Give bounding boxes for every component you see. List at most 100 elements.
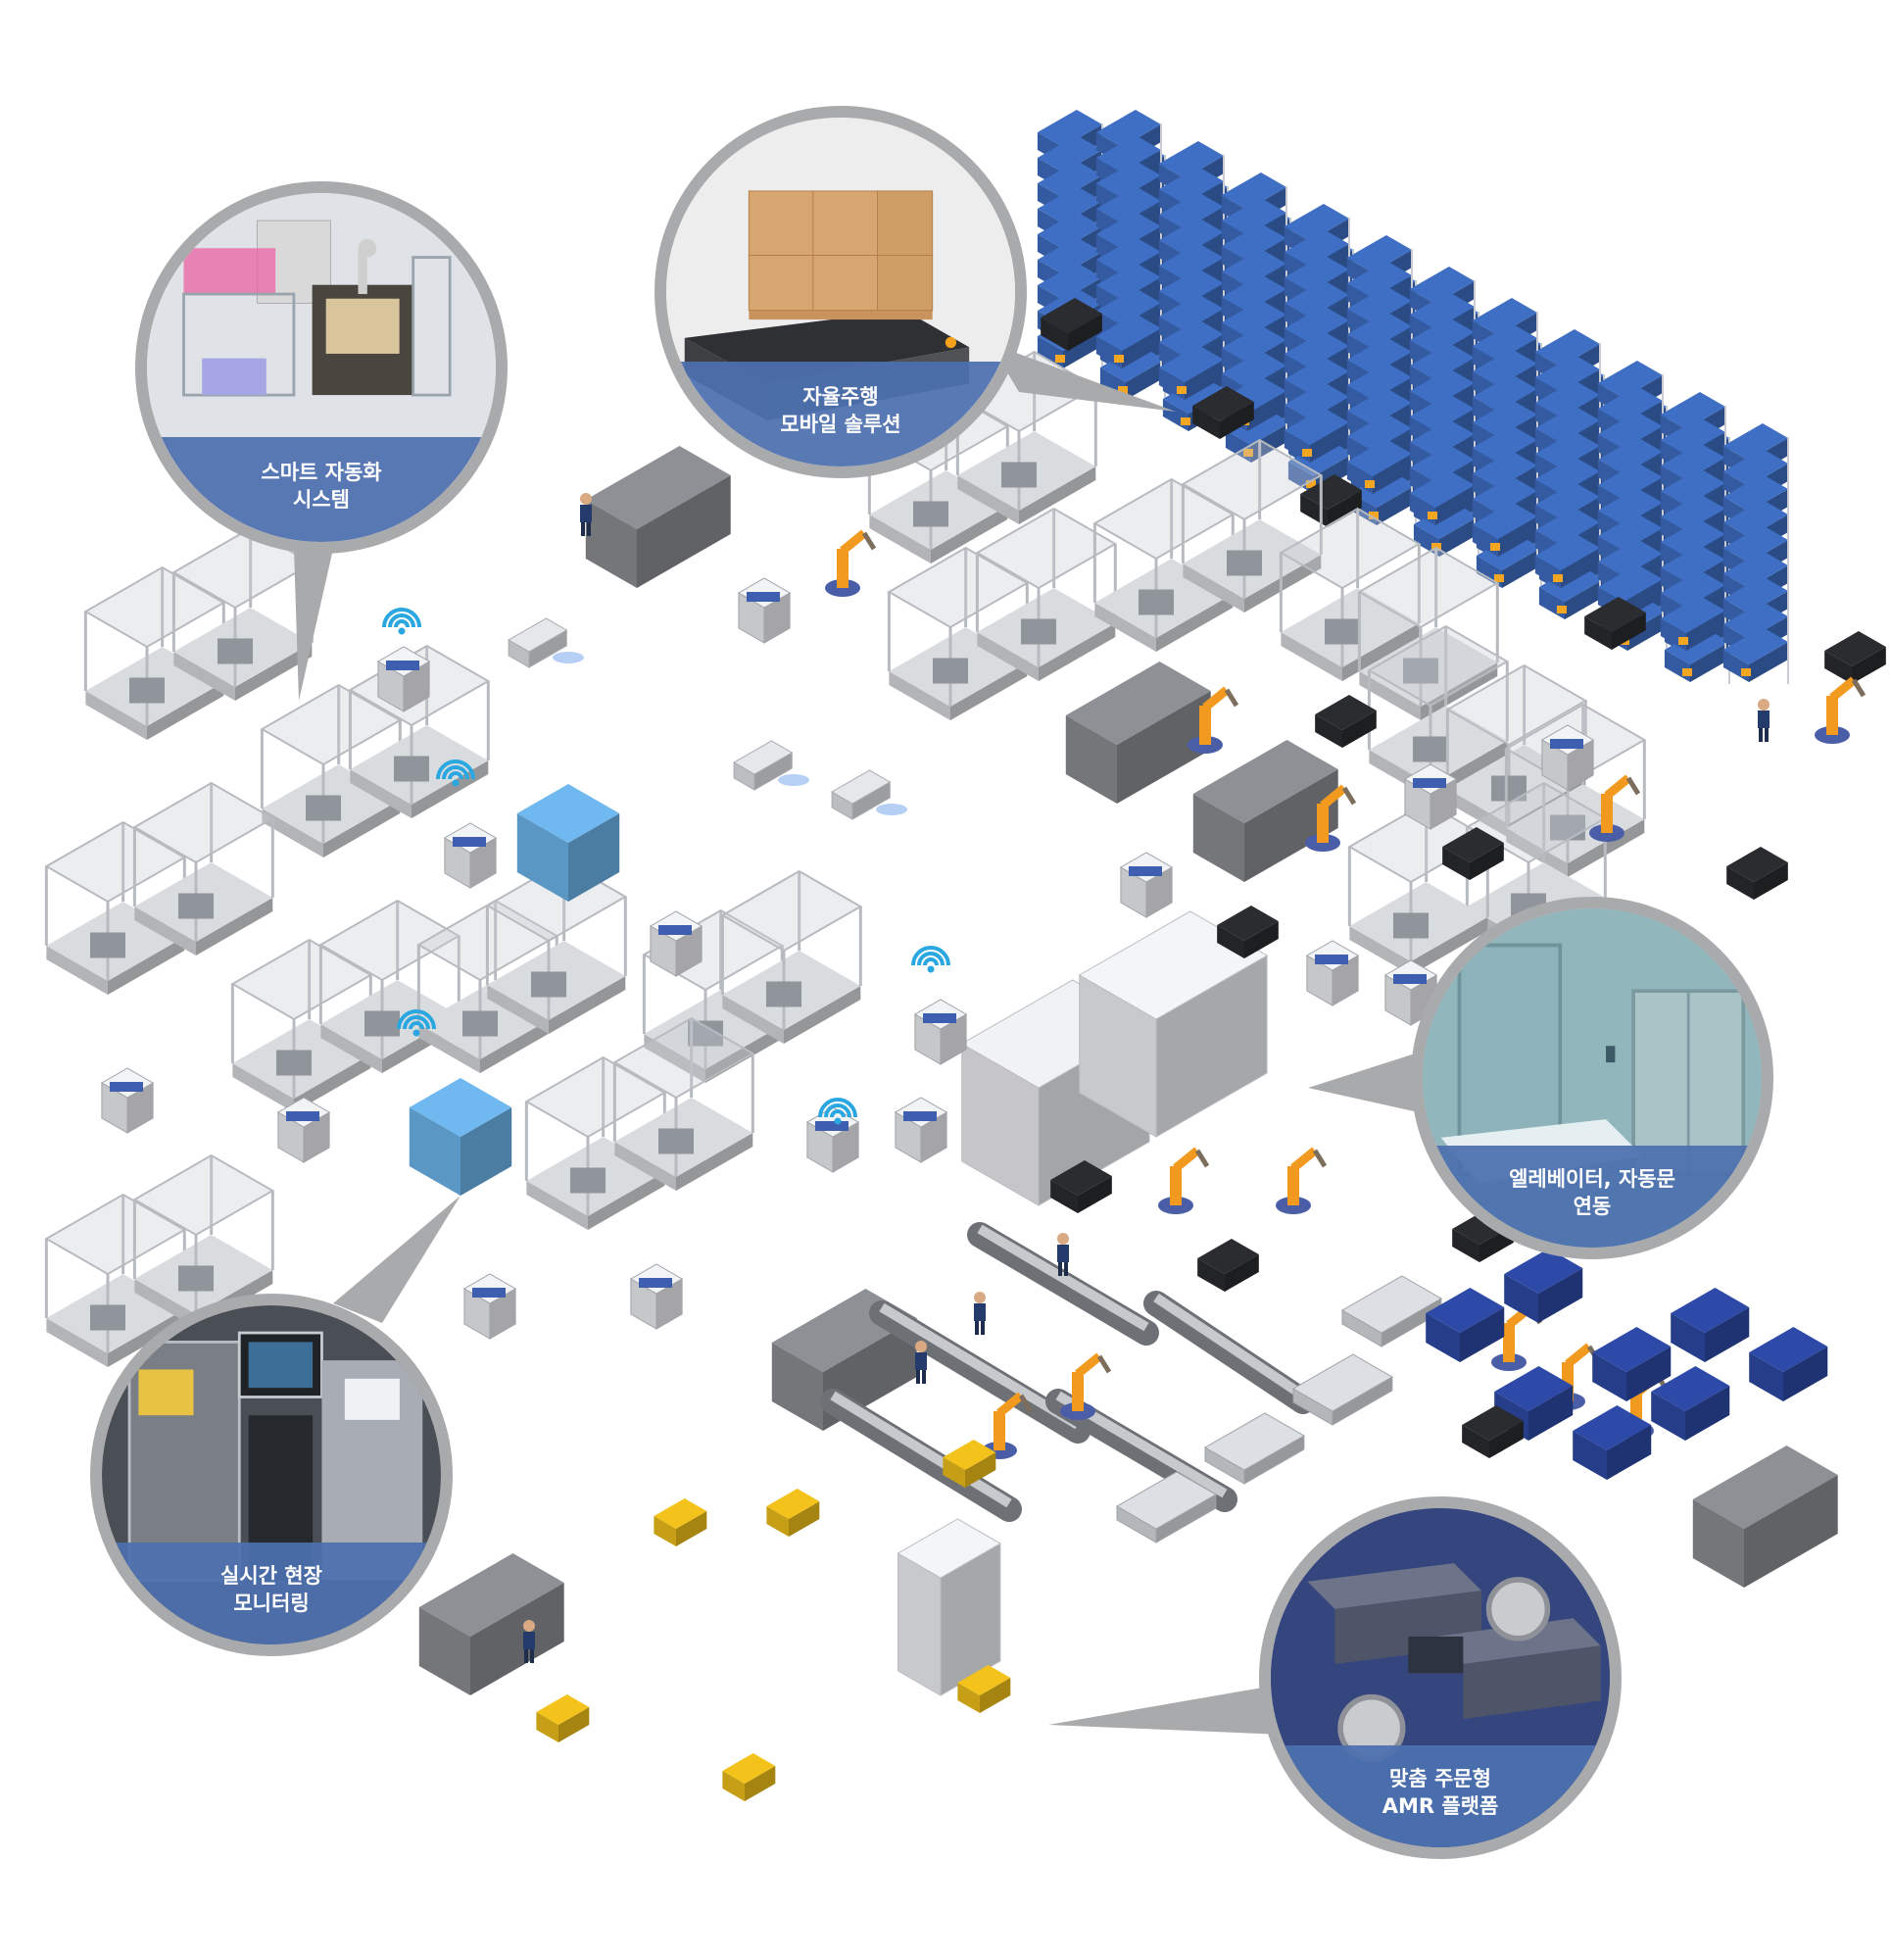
machine-cell-unit — [1227, 550, 1262, 576]
yellow-agv-left — [722, 1771, 745, 1801]
battery-unit-top — [1592, 1327, 1672, 1372]
black-amr-right — [1078, 1176, 1112, 1213]
callout-autonomous-mobile-label: 자율주행 모바일 솔루션 — [666, 362, 1015, 466]
callout-connector — [1308, 1049, 1440, 1117]
storage-rack-level-top — [1664, 627, 1730, 664]
rack-amr-left — [1041, 318, 1068, 351]
storage-rack-level-top — [1722, 449, 1789, 486]
machine-cell-base-left — [85, 691, 147, 740]
storage-rack-level-right — [1377, 485, 1417, 525]
storage-rack-level-top — [1350, 470, 1417, 508]
battery-unit-right — [1607, 1425, 1652, 1480]
robot-arm-link2 — [1565, 1343, 1592, 1368]
machine-cell-roof — [1357, 546, 1500, 629]
output-tray-top — [1291, 1353, 1393, 1412]
worker-head — [1057, 1233, 1069, 1245]
machine-cell-unit — [531, 971, 566, 998]
storage-rack-level-top — [1158, 345, 1225, 382]
storage-rack-level-top — [1037, 212, 1103, 249]
yellow-agv-top — [766, 1489, 820, 1519]
yellow-agv-top — [957, 1665, 1011, 1695]
storage-rack-level-top — [1597, 539, 1664, 576]
storage-rack-level-top — [1037, 110, 1103, 147]
storage-rack-level-top — [1346, 439, 1413, 476]
worker-head — [580, 493, 592, 505]
machine-cell-unit — [364, 1010, 400, 1037]
black-amr-right — [1225, 1254, 1259, 1292]
material-cart-tray — [639, 1278, 672, 1288]
storage-rack-level-top — [1095, 237, 1162, 274]
storage-rack-bin — [1181, 417, 1190, 425]
battery-unit-top — [1749, 1327, 1828, 1372]
storage-rack-level-top — [1597, 564, 1664, 602]
machine-cell-base-right — [588, 1172, 665, 1230]
rack-amr-left — [1824, 651, 1852, 684]
machine-cell-base-right — [705, 1025, 783, 1083]
storage-rack-level-top — [1409, 394, 1476, 431]
machine-cell-unit — [570, 1167, 606, 1194]
machine-cell-base-left — [487, 985, 549, 1034]
machine-cell-base-left — [1281, 632, 1342, 681]
storage-rack-level-top — [1597, 361, 1664, 398]
storage-rack-level-top — [1095, 161, 1162, 198]
black-amr-right — [1754, 862, 1788, 900]
worker-leg — [587, 522, 591, 536]
callout-autonomous-mobile: 자율주행 모바일 솔루션 — [655, 106, 1027, 478]
yellow-agv-top — [536, 1694, 590, 1725]
wifi-icon-arc — [824, 1103, 851, 1118]
process-machine-left — [1692, 1499, 1744, 1588]
conveyor-line — [967, 1222, 1159, 1346]
yellow-agv-top — [943, 1440, 996, 1470]
storage-rack-level-top — [1287, 439, 1354, 476]
conveyor-line — [869, 1300, 1091, 1444]
machine-cell-base-right — [950, 662, 1028, 720]
robot-arm-link2 — [1075, 1352, 1102, 1378]
storage-rack-level-right — [1126, 360, 1166, 400]
robot-arm-link2 — [1320, 784, 1347, 809]
machine-cell-roof — [1279, 507, 1422, 590]
machine-cell-base-left — [526, 1181, 588, 1230]
machine-cell-unit — [1550, 814, 1585, 841]
black-amr-left — [1315, 714, 1342, 748]
battery-unit-top — [1573, 1405, 1652, 1450]
black-amr-right — [1244, 921, 1279, 958]
storage-rack-level-top — [1037, 263, 1103, 300]
robot-arm-tool — [1851, 678, 1867, 698]
rack-amr-right — [1068, 314, 1102, 351]
storage-rack-level-top — [1597, 488, 1664, 525]
callout-smart-automation-label: 스마트 자동화 시스템 — [147, 437, 496, 542]
storage-rack-bin — [1741, 668, 1751, 676]
machine-cell-roof — [1367, 624, 1510, 708]
yellow-agv-right — [676, 1511, 707, 1546]
black-amr-right — [1470, 843, 1504, 880]
battery-unit-left — [1671, 1313, 1705, 1362]
callout-smart-automation-line1: 스마트 자동화 — [261, 460, 382, 484]
machine-cell-base-left — [320, 1024, 382, 1073]
callout-elevator-door: 엘레베이터, 자동문 연동 — [1411, 897, 1773, 1259]
machine-cell-base-left — [173, 652, 235, 701]
storage-rack-level-top — [1472, 451, 1538, 488]
storage-rack-level-top — [1409, 419, 1476, 457]
machine-cell-unit — [1393, 912, 1429, 939]
machine-cell-base-right — [480, 1015, 558, 1073]
machine-cell-base-left — [1094, 603, 1156, 652]
battery-unit-top — [1504, 1249, 1583, 1294]
material-cart-tray — [1550, 739, 1583, 749]
wifi-icon-arc — [448, 771, 463, 780]
robot-arm-tool — [1224, 688, 1239, 708]
callout-realtime-monitoring-line2: 모니터링 — [233, 1592, 310, 1616]
wifi-icon-arc — [382, 608, 421, 628]
wifi-icon-arc — [830, 1109, 846, 1118]
robot-arm-link1 — [1199, 706, 1211, 745]
battery-unit-right — [1460, 1307, 1505, 1362]
storage-rack-level-top — [1158, 192, 1225, 229]
battery-unit-right — [1528, 1386, 1574, 1441]
callout-elevator-door-line1: 엘레베이터, 자동문 — [1509, 1167, 1675, 1192]
hologram-cube-right — [568, 813, 620, 902]
yellow-agv-left — [957, 1683, 980, 1713]
battery-unit-top — [1671, 1288, 1750, 1333]
storage-rack-level-top — [1472, 349, 1538, 386]
machine-cell-base-right — [784, 986, 861, 1044]
robot-arm-link1 — [994, 1411, 1005, 1450]
storage-rack-bin — [1118, 386, 1128, 394]
